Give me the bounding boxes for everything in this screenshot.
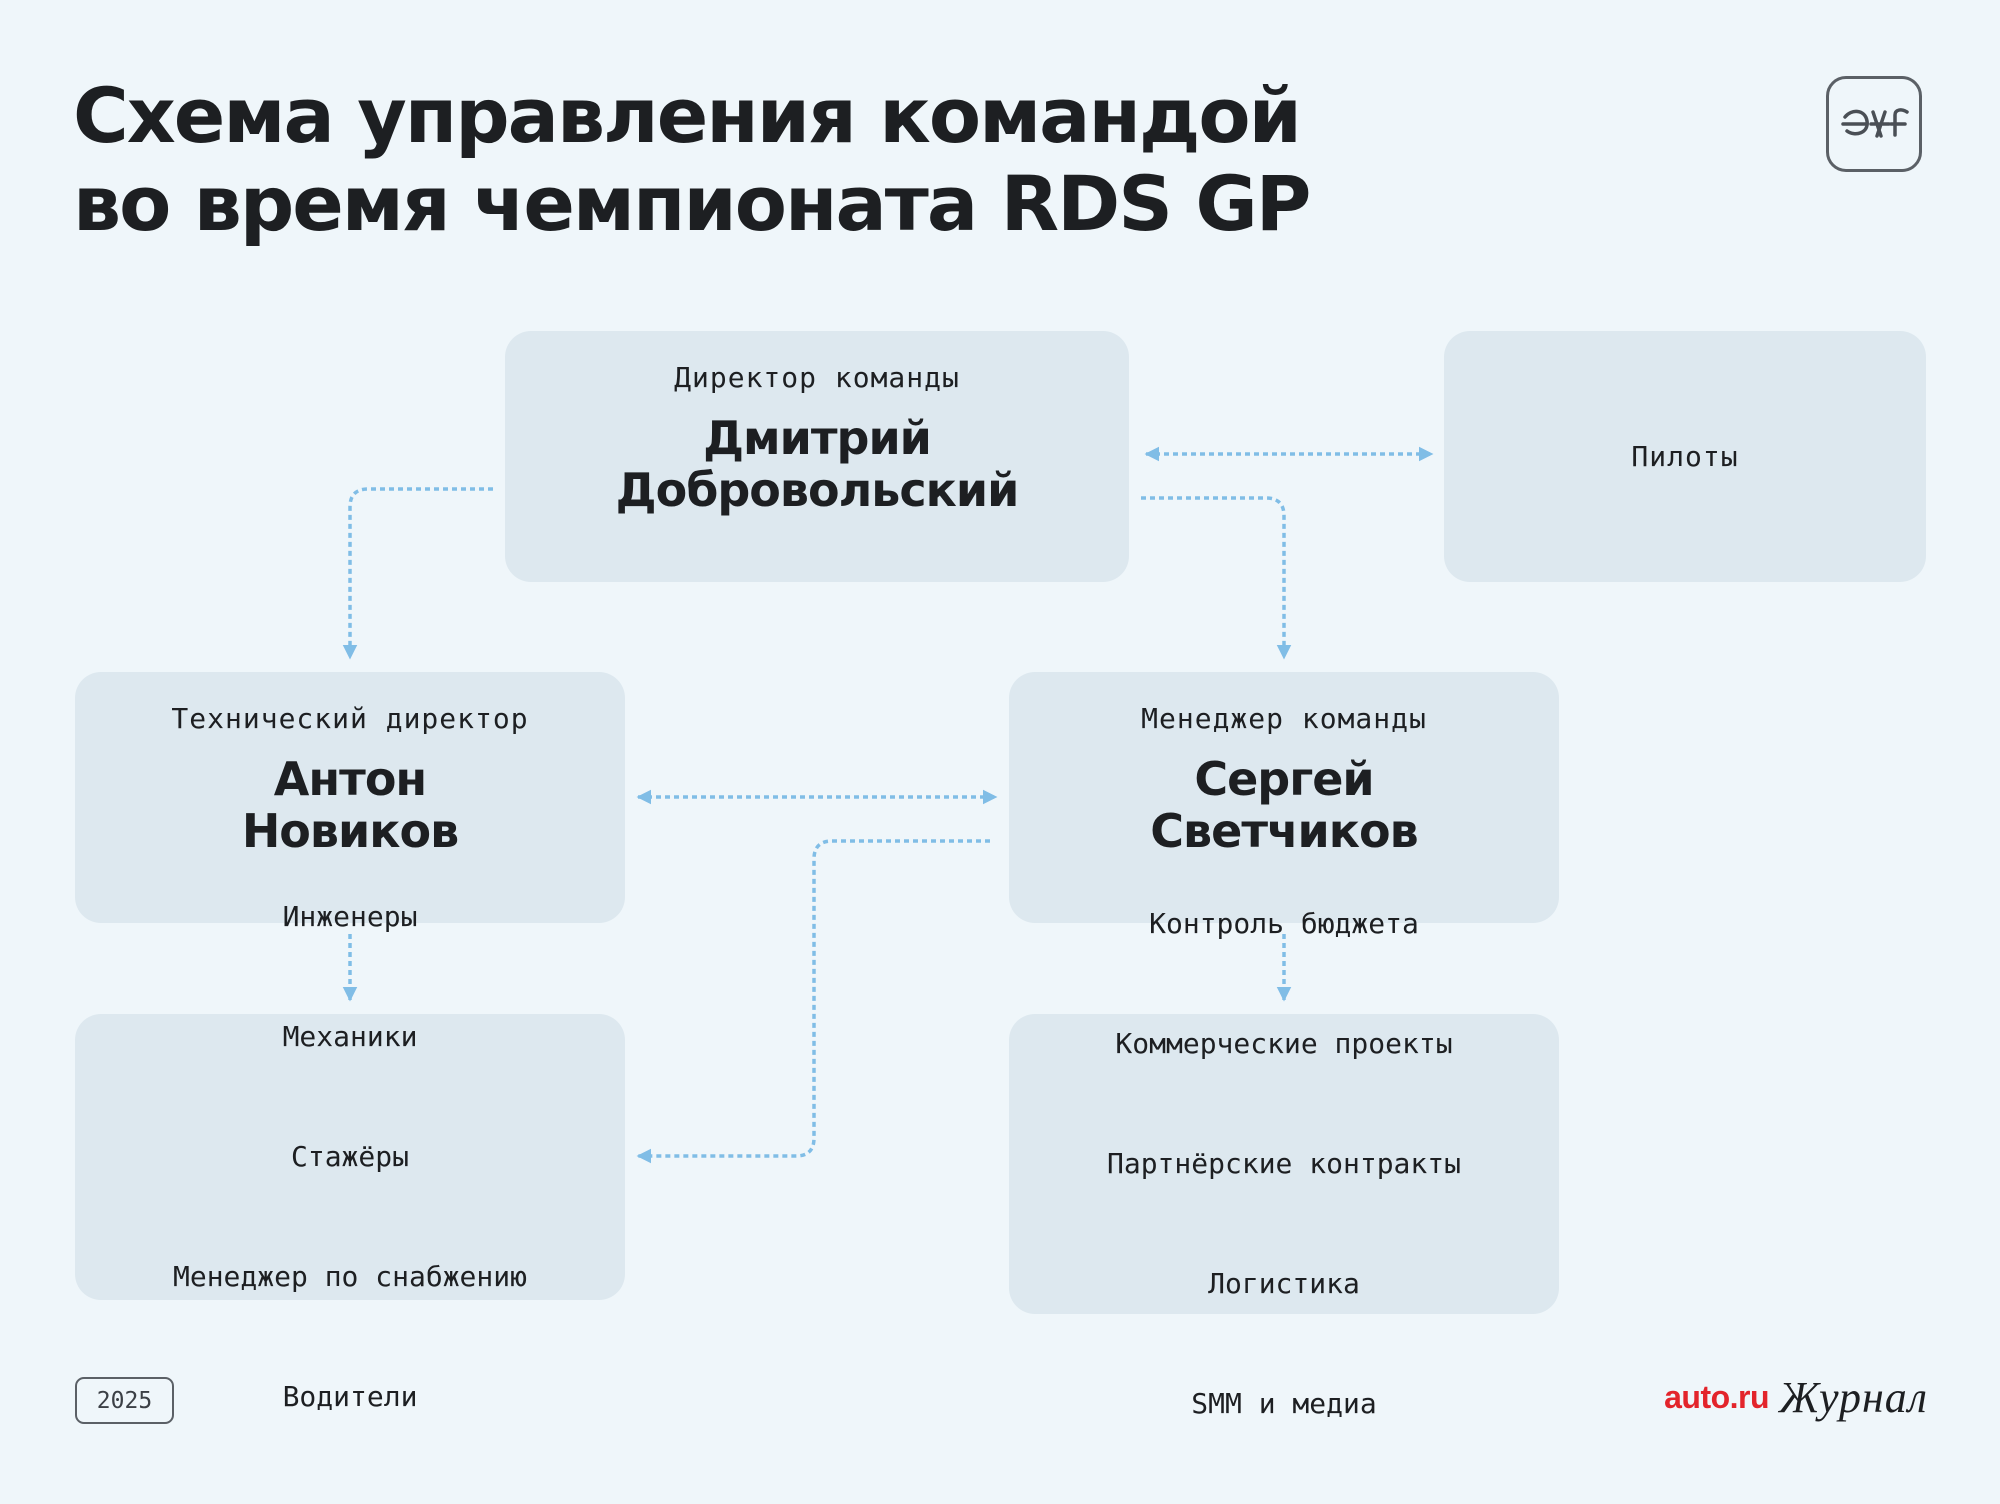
node-technical-director: Технический директор Антон Новиков (75, 672, 625, 923)
brand-auto-text: auto.ru (1664, 1379, 1770, 1415)
jf-monogram-icon (1826, 76, 1922, 172)
edge-team-manager-tech-staff (636, 839, 990, 1164)
brand-logo: auto.ru Журнал (1664, 1372, 1928, 1423)
list-item: SMM и медиа (1191, 1387, 1377, 1420)
jf-monogram-glyph (1841, 108, 1909, 138)
node-role: Технический директор (171, 702, 529, 735)
year-badge: 2025 (75, 1377, 174, 1424)
node-name-line-1: Сергей (1194, 752, 1374, 806)
node-name: Дмитрий Добровольский (615, 411, 1020, 517)
list-item: Партнёрские контракты (1106, 1147, 1461, 1180)
node-manager-duties: Контроль бюджета Коммерческие проекты Па… (1009, 907, 1559, 1420)
node-role: Директор команды (674, 361, 960, 394)
node-name: Антон Новиков (241, 752, 459, 858)
list-item: Стажёры (290, 1140, 409, 1173)
node-role: Менеджер команды (1141, 702, 1427, 735)
list-item: Контроль бюджета (1149, 907, 1419, 940)
edge-director-team-manager (1141, 496, 1292, 660)
node-team-director: Директор команды Дмитрий Добровольский (505, 331, 1129, 582)
node-name: Сергей Светчиков (1150, 752, 1418, 858)
staff-list: Инженеры Механики Стажёры Менеджер по сн… (173, 817, 527, 1497)
duties-list: Контроль бюджета Коммерческие проекты Па… (1107, 824, 1461, 1504)
list-item: Менеджер по снабжению (172, 1260, 527, 1293)
list-item: Механики (282, 1020, 418, 1053)
title-line-2: во время чемпионата RDS GP (73, 159, 1311, 248)
title-line-1: Схема управления командой (73, 71, 1302, 160)
list-item: Коммерческие проекты (1115, 1027, 1453, 1060)
node-name-line-2: Добровольский (615, 463, 1020, 517)
edge-director-tech-director (342, 487, 493, 660)
brand-journal-text: Журнал (1779, 1373, 1928, 1422)
page-title: Схема управления командой во время чемпи… (73, 71, 1311, 248)
node-name-line-2: Новиков (241, 804, 459, 858)
node-pilots: Пилоты (1444, 331, 1926, 582)
node-team-manager: Менеджер команды Сергей Светчиков (1009, 672, 1559, 923)
list-item: Водители (282, 1380, 418, 1413)
node-name-line-1: Дмитрий (703, 411, 932, 465)
list-item: Логистика (1208, 1267, 1360, 1300)
node-label: Пилоты (1631, 440, 1739, 473)
node-technical-staff: Инженеры Механики Стажёры Менеджер по сн… (75, 900, 625, 1413)
list-item: Инженеры (282, 900, 418, 933)
node-name-line-1: Антон (273, 752, 427, 806)
node-name-line-2: Светчиков (1150, 804, 1418, 858)
